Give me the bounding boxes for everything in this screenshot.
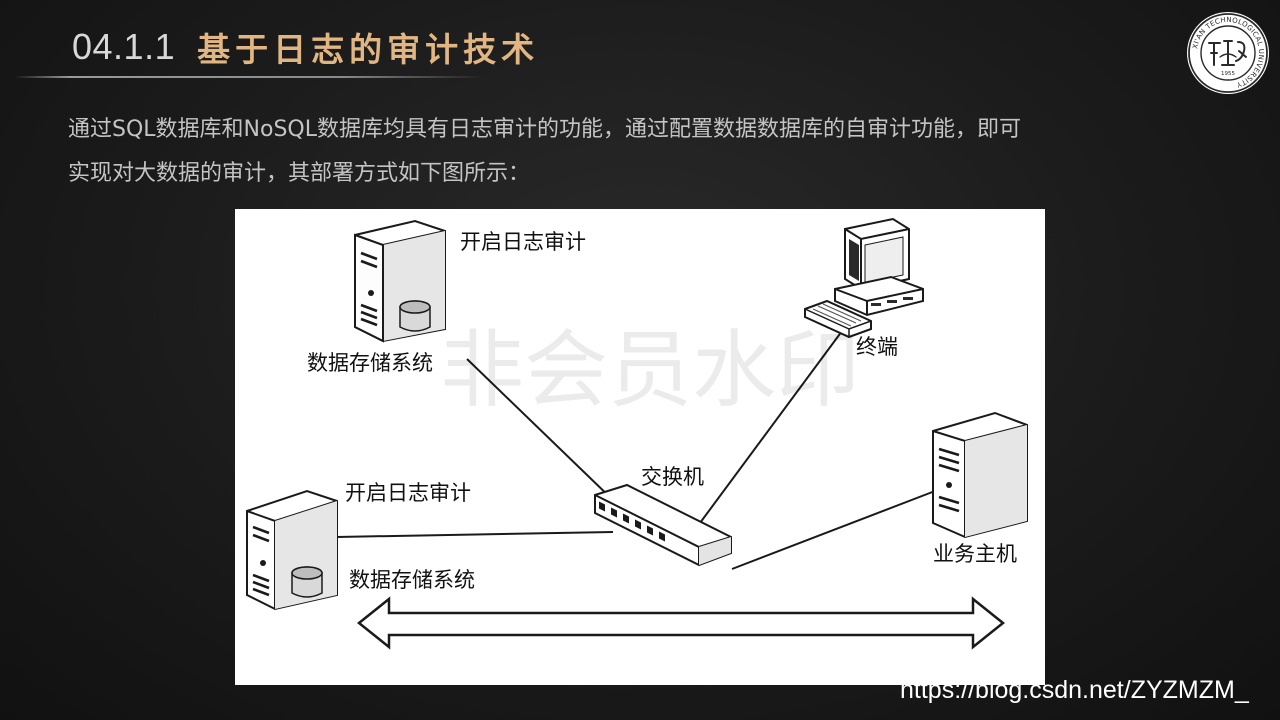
link-server2-switch: [336, 531, 614, 538]
server1-audit-label: 开启日志审计: [460, 230, 586, 254]
body-line-1: 通过SQL数据库和NoSQL数据库均具有日志审计的功能，通过配置数据数据库的自审…: [68, 117, 1021, 142]
section-number: 04.1.1: [72, 26, 176, 67]
server2-storage-label: 数据存储系统: [349, 568, 475, 592]
network-switch: [594, 483, 732, 567]
link-server1-switch: [466, 358, 616, 503]
section-title: 基于日志的审计技术: [197, 30, 540, 69]
body-line-2: 实现对大数据的审计，其部署方式如下图所示：: [68, 161, 531, 186]
switch-label: 交换机: [641, 465, 704, 489]
terminal-computer: [804, 217, 924, 339]
slide-title: 04.1.1 基于日志的审计技术: [72, 22, 539, 72]
terminal-label: 终端: [856, 335, 898, 359]
svg-text:1955: 1955: [1221, 71, 1235, 77]
university-seal-logo: XI'AN TECHNOLOGICAL UNIVERSITY 1955: [1187, 12, 1269, 94]
storage-server-2: [246, 489, 338, 611]
server1-storage-label: 数据存储系统: [307, 351, 433, 375]
storage-server-1: [354, 219, 446, 343]
deployment-diagram: 开启日志审计 数据存储系统 终端: [235, 209, 1045, 685]
double-arrow-icon: [356, 596, 1006, 650]
business-host-server: [932, 411, 1028, 539]
source-url: https://blog.csdn.net/ZYZMZM_: [900, 676, 1249, 704]
link-terminal-switch: [696, 326, 846, 528]
business-host-label: 业务主机: [933, 542, 1017, 566]
server2-audit-label: 开启日志审计: [345, 481, 471, 505]
watermark-text: 非会员水印: [440, 321, 860, 419]
body-paragraph: 通过SQL数据库和NoSQL数据库均具有日志审计的功能，通过配置数据数据库的自审…: [68, 108, 1238, 196]
link-switch-host: [731, 490, 936, 570]
title-divider: [14, 76, 484, 78]
